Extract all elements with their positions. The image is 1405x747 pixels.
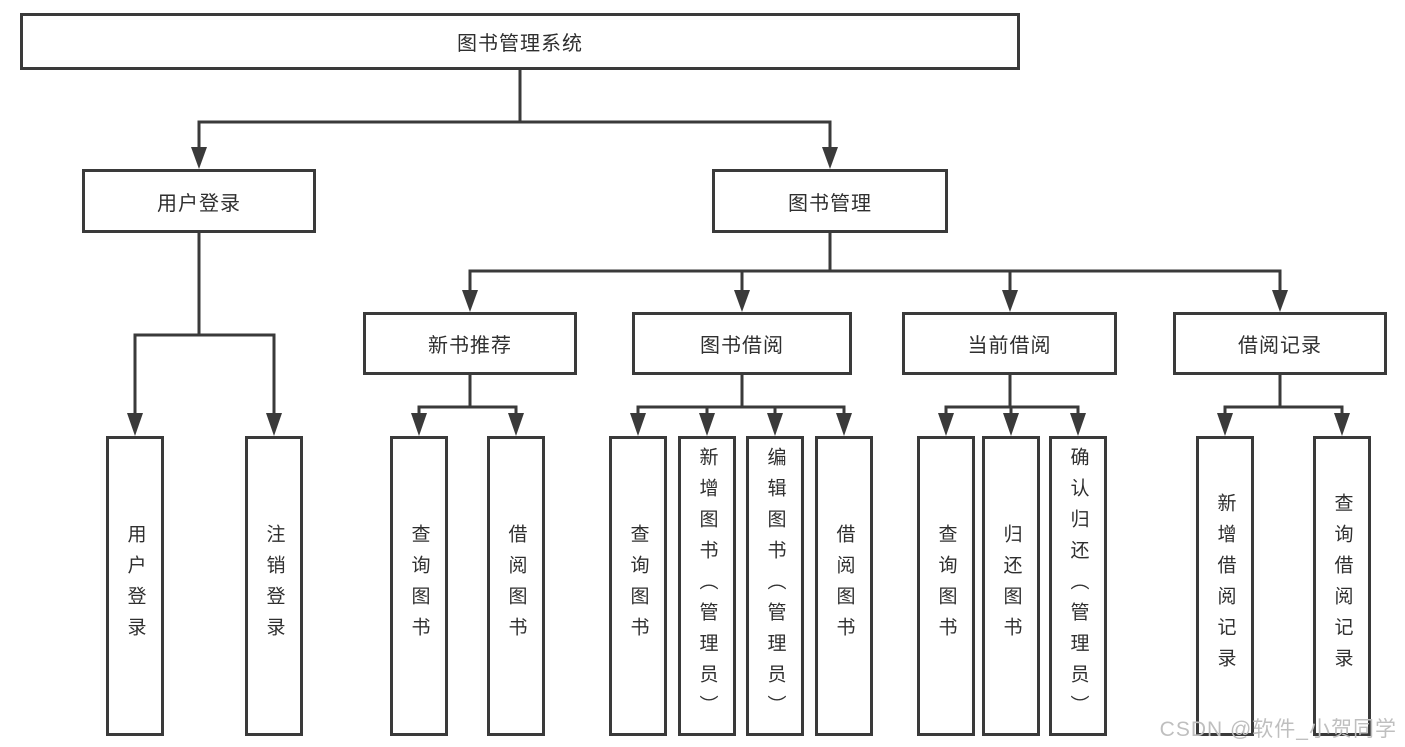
node-label: 当前借阅	[967, 335, 1052, 357]
node-label: 查询图书	[408, 524, 430, 648]
node-label: 图书借阅	[700, 335, 784, 357]
node-current-borrowing: 当前借阅	[902, 312, 1117, 375]
node-book-management-branch: 图书管理	[712, 169, 948, 233]
connector-root-to-branches	[191, 68, 838, 169]
node-label: 用户登录	[157, 192, 241, 215]
arrowhead	[411, 413, 427, 436]
connector-book-management-to-groups	[462, 231, 1288, 312]
arrowhead	[836, 413, 852, 436]
node-label: 查询图书	[627, 524, 649, 648]
node-label: 借阅图书	[833, 524, 855, 648]
arrowhead	[191, 147, 207, 169]
node-label: 用户登录	[124, 524, 146, 648]
arrowhead	[1070, 413, 1086, 436]
node-label: 查询借阅记录	[1331, 493, 1353, 679]
leaf-user-login: 用户登录	[106, 436, 164, 736]
node-library-system-root: 图书管理系统	[20, 13, 1020, 70]
arrowhead	[767, 413, 783, 436]
arrowhead	[508, 413, 524, 436]
arrowhead	[938, 413, 954, 436]
connector-book-borrowing-to-leaves	[630, 373, 852, 436]
node-label: 新书推荐	[428, 335, 512, 357]
connector-new-book-recommendation-to-leaves	[411, 373, 524, 436]
leaf-edit-book-admin: 编辑图书（管理员）	[746, 436, 804, 736]
node-label: 编辑图书（管理员）	[764, 446, 786, 726]
node-label: 新增借阅记录	[1214, 493, 1236, 679]
arrowhead	[630, 413, 646, 436]
node-label: 注销登录	[263, 524, 285, 648]
node-label: 归还图书	[1000, 524, 1022, 648]
watermark: CSDN @软件_小贺同学	[1159, 718, 1397, 741]
node-label: 新增图书（管理员）	[696, 446, 718, 726]
leaf-query-books-borrow: 查询图书	[609, 436, 667, 736]
node-label: 图书管理系统	[457, 33, 583, 55]
leaf-borrow-books-borrow: 借阅图书	[815, 436, 873, 736]
node-label: 借阅图书	[505, 524, 527, 648]
leaf-query-books-recommend: 查询图书	[390, 436, 448, 736]
arrowhead	[822, 147, 838, 169]
node-borrowing-records: 借阅记录	[1173, 312, 1387, 375]
arrowhead	[734, 290, 750, 312]
leaf-borrow-books-recommend: 借阅图书	[487, 436, 545, 736]
leaf-confirm-return-admin: 确认归还（管理员）	[1049, 436, 1107, 736]
leaf-logout: 注销登录	[245, 436, 303, 736]
node-new-book-recommendation: 新书推荐	[363, 312, 577, 375]
arrowhead	[1002, 290, 1018, 312]
connector-user-login-to-leaves	[127, 231, 282, 436]
arrowhead	[266, 413, 282, 436]
node-label: 确认归还（管理员）	[1067, 446, 1089, 726]
node-label: 查询图书	[935, 524, 957, 648]
arrowhead	[1272, 290, 1288, 312]
arrowhead	[1003, 413, 1019, 436]
node-user-login-branch: 用户登录	[82, 169, 316, 233]
node-label: 借阅记录	[1238, 335, 1322, 357]
connector-current-borrowing-to-leaves	[938, 373, 1086, 436]
arrowhead	[127, 413, 143, 436]
connector-borrowing-records-to-leaves	[1217, 373, 1350, 436]
leaf-add-book-admin: 新增图书（管理员）	[678, 436, 736, 736]
leaf-add-borrow-record: 新增借阅记录	[1196, 436, 1254, 736]
node-book-borrowing: 图书借阅	[632, 312, 852, 375]
leaf-query-books-current: 查询图书	[917, 436, 975, 736]
leaf-return-books: 归还图书	[982, 436, 1040, 736]
arrowhead	[699, 413, 715, 436]
arrowhead	[1334, 413, 1350, 436]
arrowhead	[1217, 413, 1233, 436]
leaf-query-borrow-record: 查询借阅记录	[1313, 436, 1371, 736]
node-label: 图书管理	[788, 192, 872, 215]
arrowhead	[462, 290, 478, 312]
